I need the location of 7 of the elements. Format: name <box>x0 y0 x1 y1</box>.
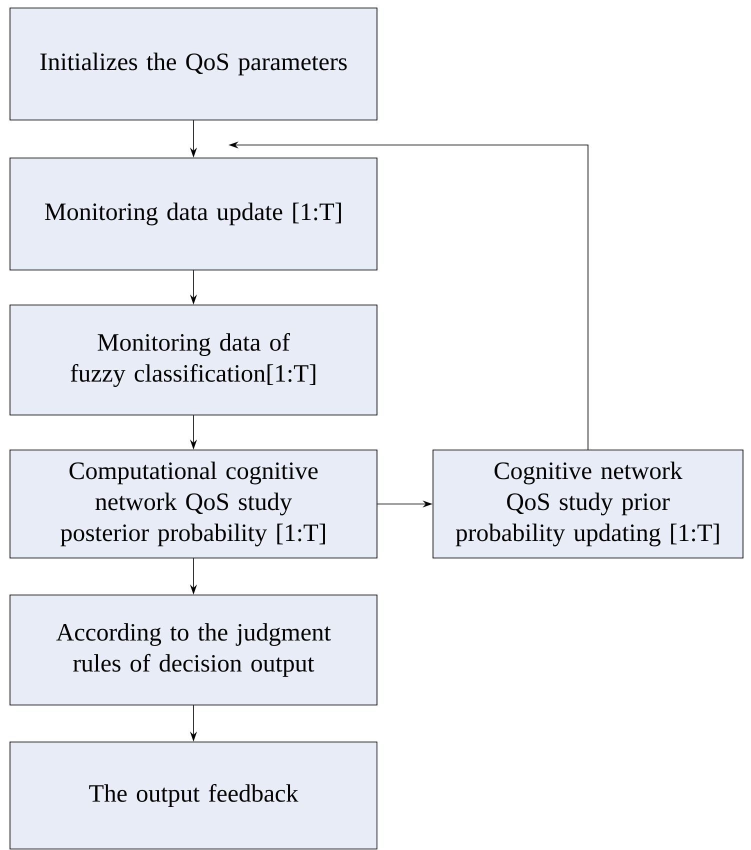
process-box: According to the judgment rules of decision output <box>10 594 378 706</box>
process-box: Monitoring data update [1:T] <box>10 158 378 270</box>
process-box: The output feedback <box>10 742 378 850</box>
process-box: Monitoring data of fuzzy classification[1:T] <box>10 304 378 416</box>
process-box: Cognitive network QoS study prior probability updating [1:T] <box>432 450 744 558</box>
process-box: Computational cognitive network QoS study posterior probability [1:T] <box>10 450 378 558</box>
process-box: Initializes the QoS parameters <box>10 8 378 120</box>
